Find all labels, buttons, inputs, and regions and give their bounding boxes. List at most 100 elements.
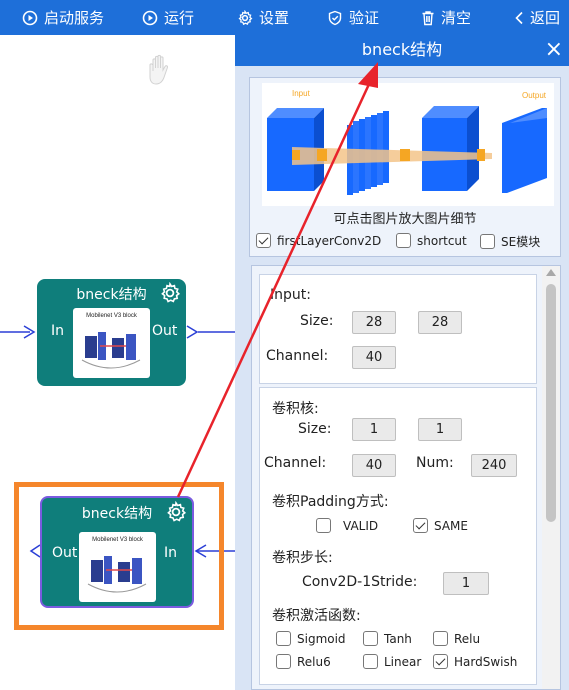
checkbox-unchecked-icon[interactable] — [433, 631, 448, 646]
architecture-preview-image[interactable]: Input Output — [262, 83, 554, 206]
edge-out-top-arrow — [186, 325, 199, 339]
checkbox-label: SE模块 — [501, 235, 541, 249]
params-scroll-area[interactable]: Input: Size: 28 28 Channel: 40 卷积核: Size… — [251, 265, 561, 690]
activation-sigmoid-checkbox[interactable]: Sigmoid — [276, 631, 346, 646]
input-channel-field[interactable]: 40 — [352, 346, 396, 369]
port-in[interactable]: In — [164, 545, 178, 561]
kernel-channel-field[interactable]: 40 — [352, 454, 396, 477]
gear-icon[interactable] — [165, 501, 187, 523]
input-channel-label: Channel: — [266, 348, 329, 364]
top-toolbar: 启动服务 运行 设置 验证 清空 返回 — [0, 0, 569, 35]
se-module-checkbox[interactable]: SE模块 — [480, 233, 540, 250]
shortcut-checkbox[interactable]: shortcut — [396, 233, 467, 248]
edge-bottom-arrow — [194, 544, 207, 558]
edge-in-top-arrow — [23, 325, 36, 339]
activation-relu6-checkbox[interactable]: Relu6 — [276, 654, 331, 669]
kernel-num-label: Num: — [416, 455, 454, 471]
clear-button[interactable]: 清空 — [421, 0, 471, 35]
play-circle-icon — [22, 10, 38, 25]
checkbox-unchecked-icon[interactable] — [396, 233, 411, 248]
kernel-heading: 卷积核: — [272, 401, 319, 417]
input-size-height-field[interactable]: 28 — [418, 311, 462, 334]
checkbox-unchecked-icon[interactable] — [276, 654, 291, 669]
hand-pan-icon[interactable] — [145, 53, 175, 87]
checkbox-label: VALID — [343, 518, 379, 533]
run-label: 运行 — [164, 9, 195, 27]
port-in[interactable]: In — [51, 323, 65, 339]
port-out[interactable]: Out — [152, 323, 178, 339]
vertical-scrollbar[interactable] — [542, 266, 560, 689]
back-button[interactable]: 返回 — [514, 0, 560, 35]
checkbox-checked-icon[interactable] — [433, 654, 448, 669]
kernel-num-field[interactable]: 240 — [471, 454, 517, 477]
start-service-label: 启动服务 — [44, 9, 105, 27]
checkbox-unchecked-icon[interactable] — [480, 234, 495, 249]
verify-label: 验证 — [349, 9, 380, 27]
thumbnail-caption: Mobilenet V3 block — [92, 537, 143, 543]
port-out[interactable]: Out — [52, 545, 78, 561]
panel-header: bneck结构 — [235, 35, 569, 66]
bneck-node-top[interactable]: bneck结构 In Out Mobilenet V3 block — [37, 279, 186, 386]
input-section: Input: Size: 28 28 Channel: 40 — [259, 274, 537, 384]
kernel-channel-label: Channel: — [264, 455, 327, 471]
back-label: 返回 — [530, 9, 561, 27]
activation-linear-checkbox[interactable]: Linear — [363, 654, 421, 669]
graph-canvas[interactable]: bneck结构 In Out Mobilenet V3 block bneck结… — [0, 35, 235, 690]
checkbox-label: Relu6 — [297, 654, 331, 669]
verify-button[interactable]: 验证 — [327, 0, 379, 35]
activation-hardswish-checkbox[interactable]: HardSwish — [433, 654, 517, 669]
input-size-label: Size: — [300, 313, 334, 329]
kernel-section: 卷积核: Size: 1 1 Channel: 40 Num: 240 卷积Pa… — [259, 387, 537, 685]
architecture-diagram — [267, 106, 547, 195]
first-layer-conv2d-checkbox[interactable]: firstLayerConv2D — [256, 233, 381, 248]
input-heading: Input: — [270, 287, 311, 303]
kernel-size-width-field[interactable]: 1 — [352, 418, 396, 441]
stride-label: Conv2D-1Stride: — [302, 574, 418, 590]
padding-heading: 卷积Padding方式: — [272, 494, 389, 510]
kernel-size-height-field[interactable]: 1 — [418, 418, 462, 441]
block-diagram-thumbnail — [81, 332, 141, 369]
kernel-size-label: Size: — [298, 421, 332, 437]
checkbox-label: SAME — [434, 518, 468, 533]
input-size-width-field[interactable]: 28 — [352, 311, 396, 334]
stride-field[interactable]: 1 — [443, 572, 489, 595]
settings-label: 设置 — [259, 9, 290, 27]
settings-button[interactable]: 设置 — [237, 0, 289, 35]
checkbox-checked-icon[interactable] — [413, 518, 428, 533]
stride-heading: 卷积步长: — [272, 550, 333, 566]
checkbox-label: Relu — [454, 631, 481, 646]
panel-title: bneck结构 — [361, 40, 443, 59]
play-circle-icon — [142, 10, 158, 25]
checkbox-checked-icon[interactable] — [256, 233, 271, 248]
padding-same-checkbox[interactable]: SAME — [413, 518, 468, 533]
run-button[interactable]: 运行 — [142, 0, 194, 35]
scroll-up-arrow-icon[interactable] — [546, 269, 556, 276]
node-title: bneck结构 — [81, 506, 153, 522]
thumbnail-caption: Mobilenet V3 block — [86, 313, 137, 319]
bneck-node-bottom[interactable]: bneck结构 Out In Mobilenet V3 block — [40, 496, 194, 608]
gear-icon — [238, 9, 253, 25]
clear-label: 清空 — [441, 9, 472, 27]
close-icon[interactable]: × — [544, 37, 563, 62]
scrollbar-thumb[interactable] — [546, 284, 556, 522]
checkbox-label: shortcut — [417, 233, 467, 248]
checkbox-unchecked-icon[interactable] — [363, 654, 378, 669]
preview-box: Input Output 可点击图片放大图片细节 firstLayerConv2… — [249, 77, 561, 257]
checkbox-label: Sigmoid — [297, 631, 346, 646]
activation-relu-checkbox[interactable]: Relu — [433, 631, 480, 646]
gear-icon[interactable] — [159, 282, 181, 304]
checkbox-label: Linear — [384, 654, 422, 669]
checkbox-label: firstLayerConv2D — [277, 233, 382, 248]
preview-hint: 可点击图片放大图片细节 — [333, 212, 477, 227]
preview-output-label: Output — [522, 91, 547, 100]
padding-valid-checkbox[interactable]: VALID — [316, 518, 378, 533]
node-thumbnail: Mobilenet V3 block — [73, 308, 150, 378]
start-service-button[interactable]: 启动服务 — [22, 0, 104, 35]
activation-tanh-checkbox[interactable]: Tanh — [363, 631, 412, 646]
checkbox-unchecked-icon[interactable] — [316, 518, 331, 533]
checkbox-unchecked-icon[interactable] — [276, 631, 291, 646]
node-thumbnail: Mobilenet V3 block — [79, 532, 156, 602]
checkbox-unchecked-icon[interactable] — [363, 631, 378, 646]
edge-bottom-out-arrow — [29, 544, 41, 558]
block-diagram-thumbnail — [87, 556, 147, 593]
